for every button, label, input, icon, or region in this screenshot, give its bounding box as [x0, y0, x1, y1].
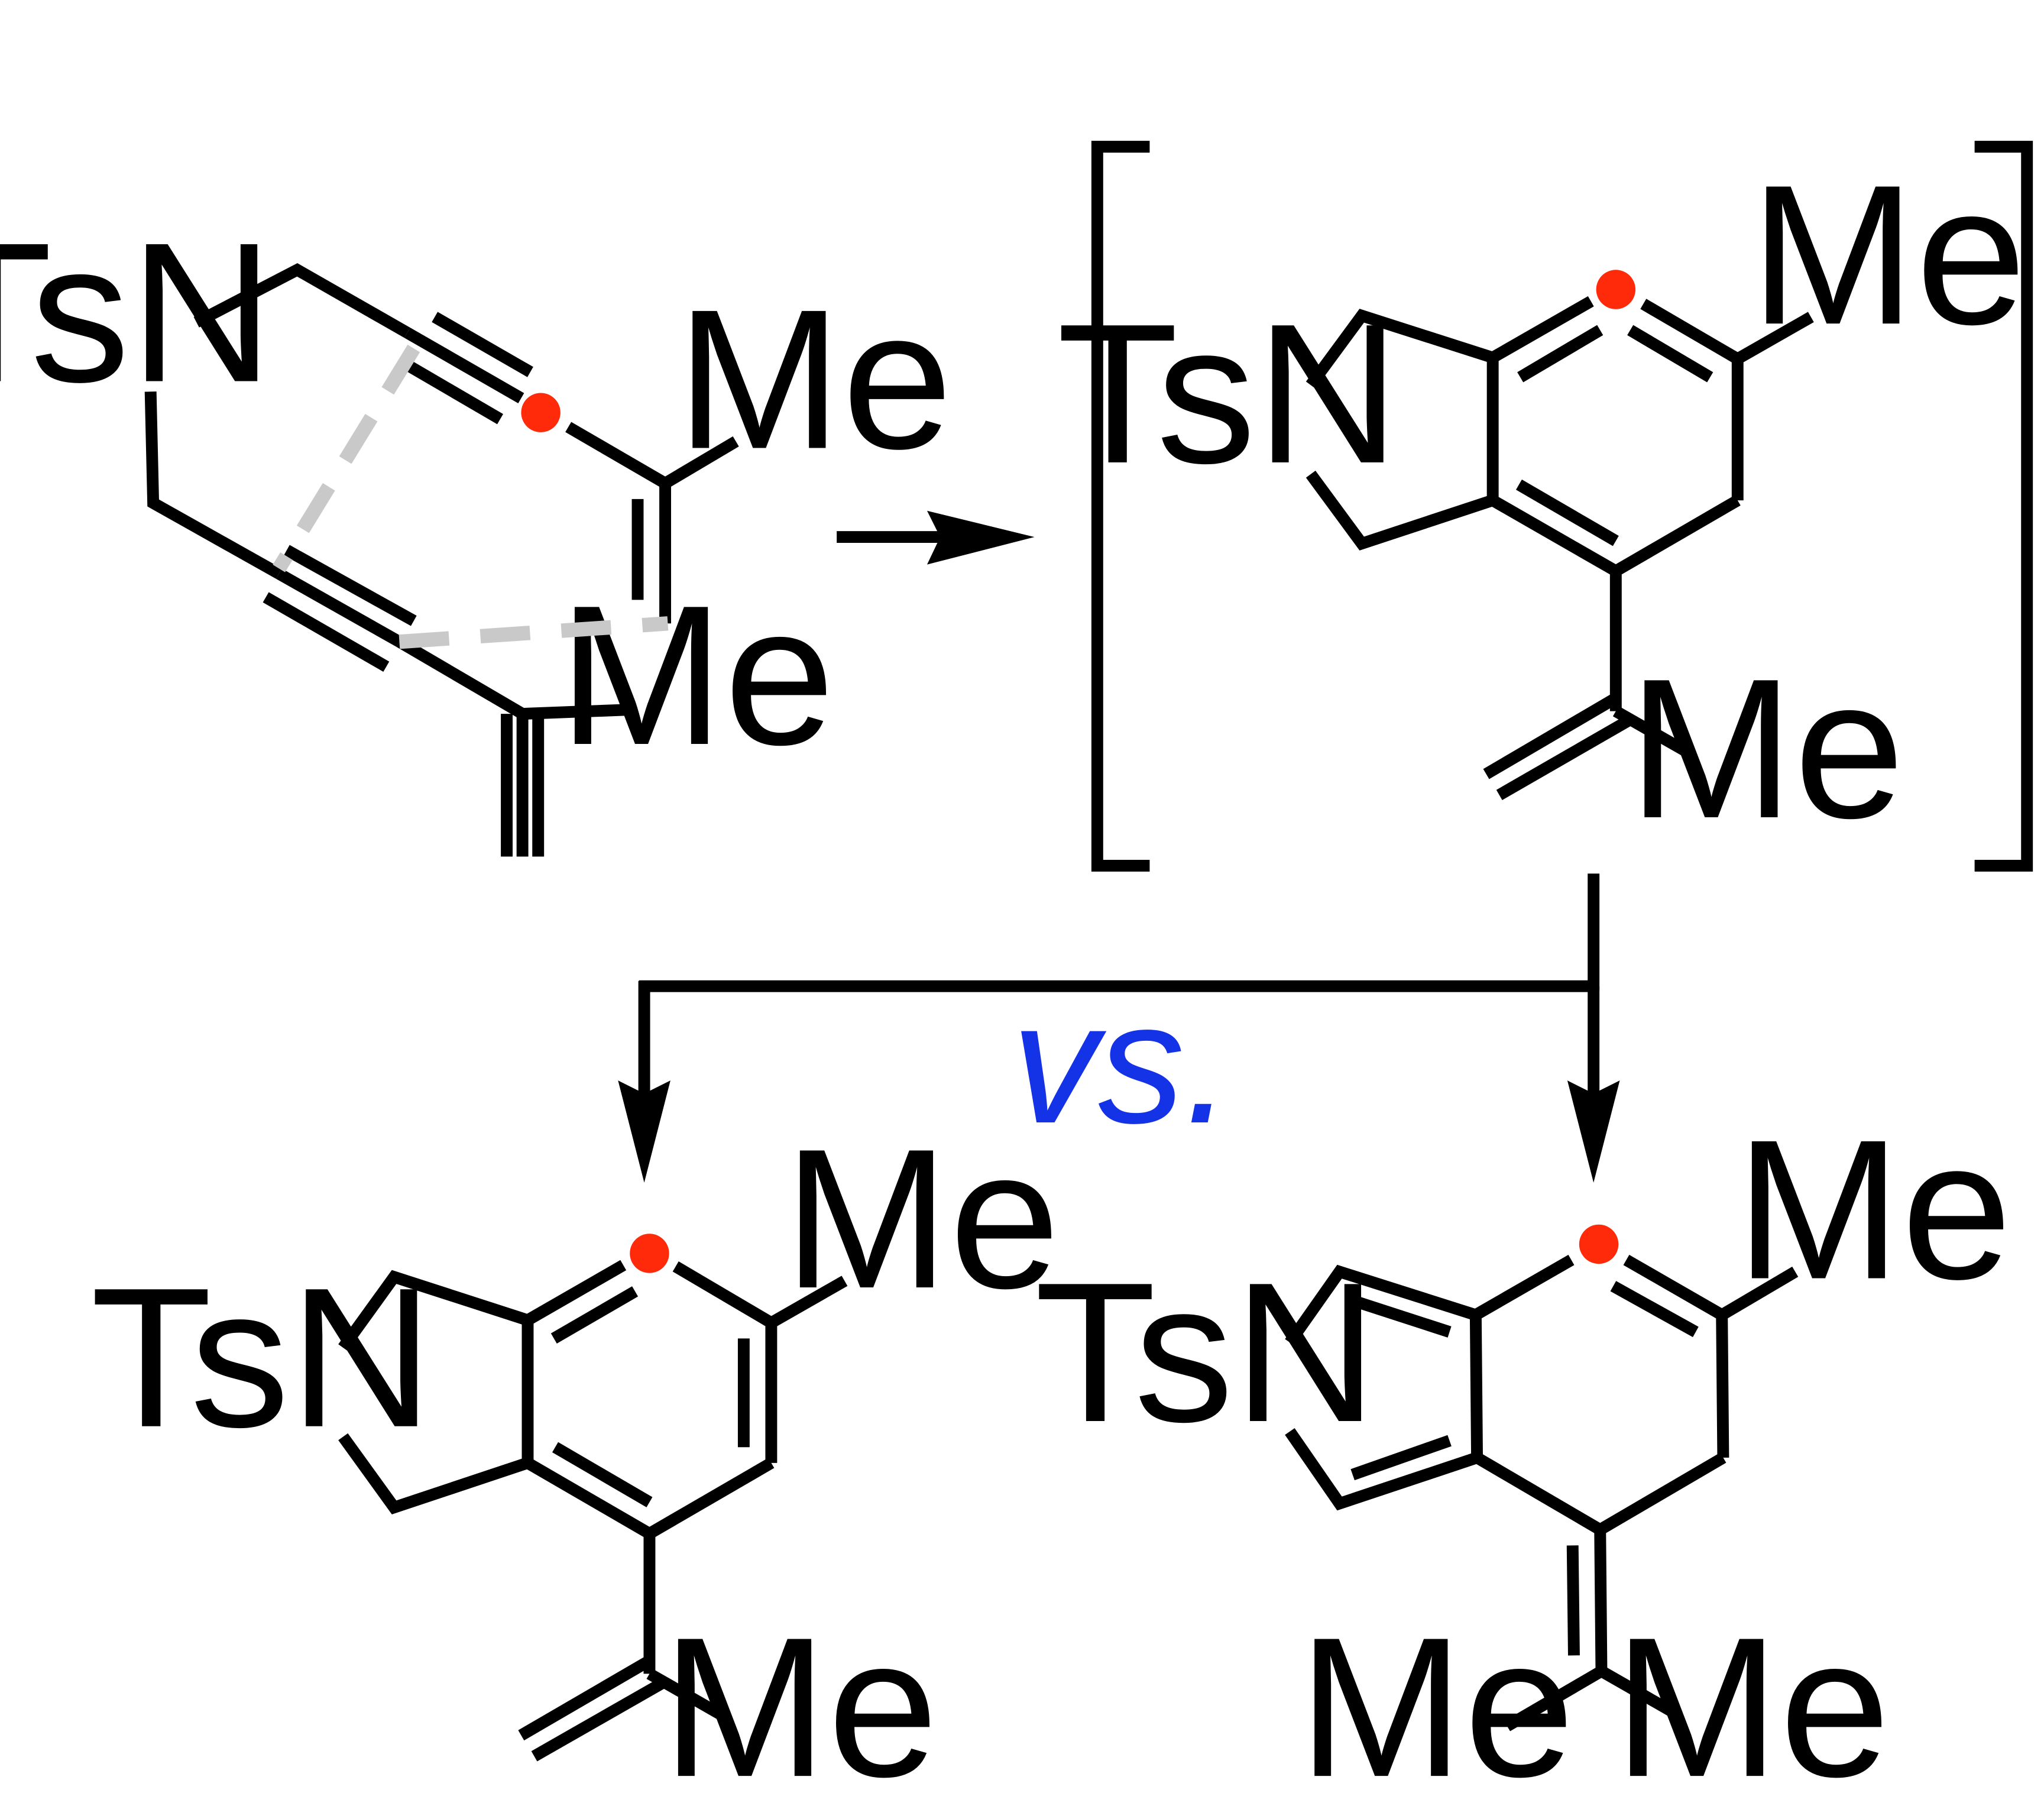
product-b-left-me-label: Me: [1298, 1596, 1575, 1793]
product-aromatic: TsN Me Me: [90, 1108, 1060, 1793]
product-a-me-label: Me: [783, 1108, 1060, 1330]
lower-chain-bond: [396, 636, 526, 719]
intermediate-isopropenyl-me-label: Me: [1628, 637, 1905, 860]
forming-bond-dashed: [273, 344, 420, 572]
radical-dot: [630, 1234, 669, 1273]
left-bracket: [1091, 141, 1150, 872]
upper-propargyl-bond: [193, 263, 410, 338]
intermediate-me-label: Me: [1750, 144, 2027, 366]
upper-alkyne-bond: [403, 312, 533, 425]
reaction-arrow: [837, 510, 1035, 565]
radical-dot: [521, 393, 561, 432]
product-isopropylidene: TsN Me Me Me: [1035, 1099, 2012, 1793]
lower-methyl-bond: [522, 704, 625, 720]
branching-arrows: [618, 873, 1620, 1183]
intermediate-tsn-label: TsN: [1057, 283, 1400, 505]
product-a-tsn-label: TsN: [90, 1247, 433, 1469]
radical-vinyl-bond: [565, 422, 669, 488]
radical-dot: [1579, 1224, 1619, 1264]
product-b-me-label: Me: [1735, 1099, 2012, 1321]
starting-material: TsN Me Me: [0, 202, 953, 857]
lower-propargyl-bond: [144, 391, 282, 579]
radical-dot: [1596, 270, 1636, 309]
right-bracket: [1974, 141, 2033, 872]
product-a-isopropenyl-me-label: Me: [662, 1596, 938, 1793]
lower-alkyne-bond: [263, 545, 417, 672]
product-b-right-me-label: Me: [1614, 1596, 1890, 1793]
lower-me-label: Me: [558, 564, 835, 787]
upper-me-label: Me: [676, 268, 953, 490]
versus-label: vs.: [1012, 966, 1233, 1159]
intermediate: TsN Me Me: [1057, 141, 2033, 872]
forming-bond-dashed: [399, 616, 669, 649]
starting-material-tsn-label: TsN: [0, 202, 274, 424]
product-b-tsn-label: TsN: [1035, 1241, 1378, 1464]
upper-methyl-bond: [662, 436, 739, 488]
